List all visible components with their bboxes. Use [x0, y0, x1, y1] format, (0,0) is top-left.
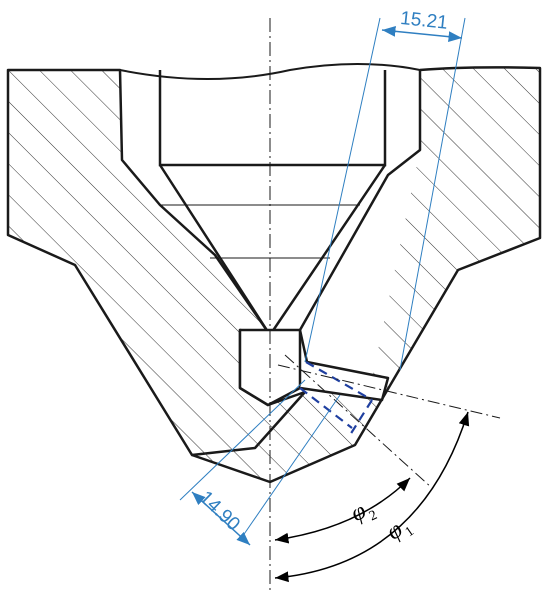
extension-line-3: [179, 379, 306, 501]
extension-line-2: [399, 17, 466, 371]
dimension-label-bottom: 14.90: [195, 487, 244, 535]
hole-axis-1: [277, 364, 501, 419]
hidden-hole-bottom: [299, 387, 353, 429]
right-wall-section: [192, 67, 540, 482]
top-break-edge: [119, 63, 421, 80]
angle-label-phi2: φ 2: [347, 498, 380, 527]
hidden-hole-top: [305, 361, 373, 401]
angle-label-phi1: φ 1: [382, 517, 417, 546]
dimension-label-top: 15.21: [399, 8, 448, 34]
angle-arc-phi1: [274, 411, 470, 583]
right-wall-outline: [191, 66, 542, 484]
needle-body: [158, 70, 387, 167]
extension-line-1: [304, 17, 381, 363]
right-inner-wall: [298, 70, 422, 363]
dimension-line-top: [381, 25, 463, 43]
dimension-line-bottom: [191, 491, 251, 546]
phi2-symbol: φ: [347, 498, 370, 527]
